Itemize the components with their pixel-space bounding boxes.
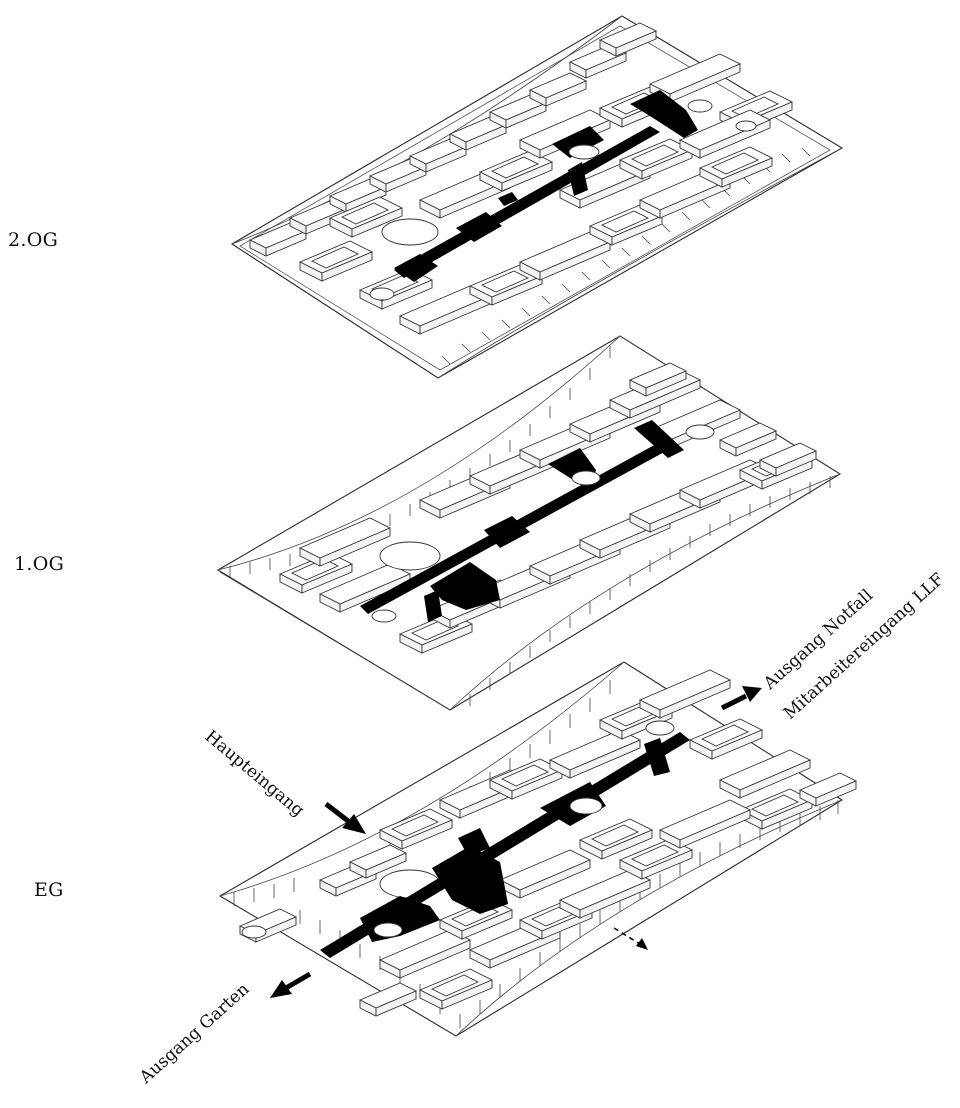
level-label-1og: 1.OG <box>14 553 64 575</box>
level-eg-plan <box>218 661 857 1037</box>
arrow-ausgang-garten <box>270 971 312 998</box>
level-label-2og: 2.OG <box>8 229 58 251</box>
circulation-spine-1og <box>360 420 684 623</box>
label-haupteingang: Haupteingang <box>201 727 308 821</box>
level-1og-plan <box>216 335 842 711</box>
label-ausgang-garten: Ausgang Garten <box>135 979 253 1088</box>
arrow-secondary-exit <box>613 927 648 950</box>
level-label-eg: EG <box>34 879 64 901</box>
level-2og-plan <box>230 15 844 379</box>
arrow-haupteingang <box>324 802 366 834</box>
arrow-ausgang-notfall <box>720 686 762 711</box>
circulation-spine-2og <box>394 90 698 282</box>
circulation-spine-eg <box>320 732 690 958</box>
